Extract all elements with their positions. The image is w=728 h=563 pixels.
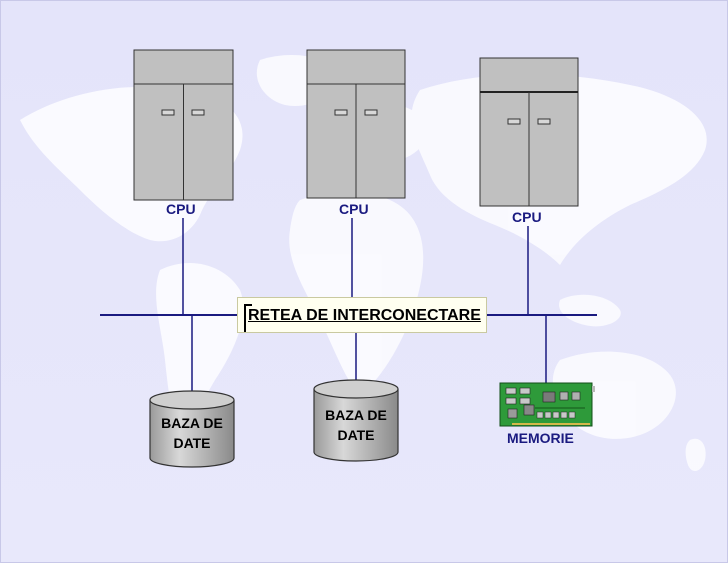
cpu-label-2: CPU <box>339 201 369 217</box>
database-label-2: BAZA DE DATE <box>314 405 398 445</box>
memory-board-icon <box>499 382 595 427</box>
database-label-1: BAZA DE DATE <box>150 413 234 453</box>
server-cabinet-2 <box>306 49 406 199</box>
memory-label: MEMORIE <box>507 430 574 446</box>
network-label-box: RETEA DE INTERCONECTARE <box>237 297 487 333</box>
server-cabinet-3 <box>479 57 579 207</box>
database-cylinder-1 <box>149 390 235 468</box>
database-label-1-line1: BAZA DE <box>161 415 223 431</box>
cpu-label-1: CPU <box>166 201 196 217</box>
cpu-label-3: CPU <box>512 209 542 225</box>
database-cylinder-2 <box>313 379 399 462</box>
text-cursor-mark <box>244 304 252 332</box>
database-label-2-line2: DATE <box>337 427 375 443</box>
network-label: RETEA DE INTERCONECTARE <box>248 307 481 324</box>
database-label-2-line1: BAZA DE <box>325 407 387 423</box>
database-label-1-line2: DATE <box>173 435 211 451</box>
server-cabinet-1 <box>133 49 234 201</box>
